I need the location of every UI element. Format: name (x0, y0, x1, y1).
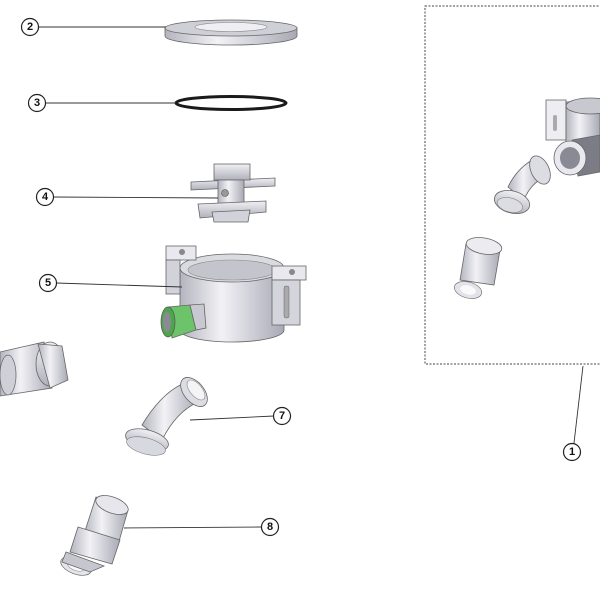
part-2-washer (164, 19, 298, 46)
leader-line-5 (55, 282, 183, 288)
leader-line-4 (52, 196, 219, 199)
callout-number: 1 (569, 446, 575, 458)
assembly-outline-box (424, 5, 600, 365)
callout-number: 7 (279, 410, 285, 422)
part-1-assembly (454, 97, 600, 299)
callout-number: 3 (34, 97, 40, 109)
leader-line-8 (123, 526, 263, 529)
part-coupling-left (0, 341, 69, 397)
callout-number: 8 (267, 521, 273, 533)
part-3-o-ring (174, 95, 288, 111)
callout-number: 2 (27, 21, 33, 33)
leader-line-1 (573, 365, 584, 444)
callout-number: 5 (45, 277, 51, 289)
leader-line-7 (189, 415, 275, 421)
part-7-elbow (125, 377, 208, 456)
part-5-collar (160, 245, 307, 343)
part-4-spider (190, 163, 276, 223)
callout-7: 7 (272, 406, 292, 426)
callout-number: 4 (42, 191, 49, 203)
callout-1: 1 (562, 442, 582, 462)
callout-2: 2 (20, 17, 40, 37)
callout-3: 3 (27, 93, 47, 113)
callout-4: 4 (35, 187, 55, 207)
callout-5: 5 (38, 273, 58, 293)
callout-8: 8 (260, 517, 280, 537)
part-8-coupling (60, 495, 129, 576)
